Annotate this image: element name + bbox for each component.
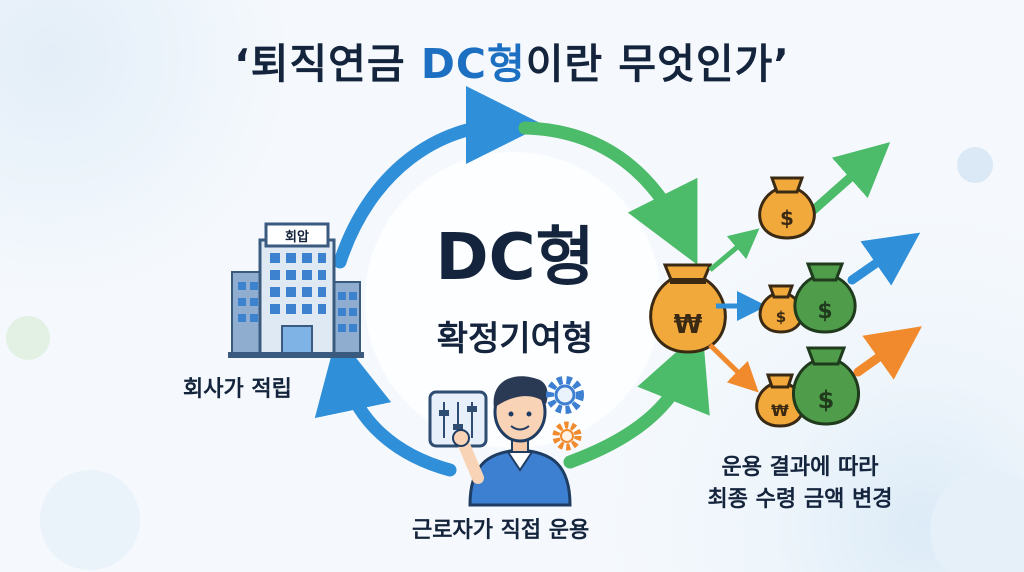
cycle-arrow-bottom-right (563, 328, 710, 469)
svg-text:₩: ₩ (674, 310, 703, 340)
title-close-quote: ’ (773, 40, 790, 88)
growth-arrow-icon (853, 326, 922, 380)
cycle-arrow-top-right (518, 121, 698, 265)
decor-circles (6, 147, 1024, 572)
page-title: ‘퇴직연금 DC형이란 무엇인가’ (0, 30, 1024, 90)
dollar-money-bag-icon: $ (793, 262, 857, 334)
building-sign: 회압 (285, 229, 309, 245)
svg-text:$: $ (817, 299, 832, 324)
label-result: 운용 결과에 따라 최종 수령 금액 변경 (700, 452, 900, 516)
dollar-money-bag-icon: $ (758, 176, 816, 240)
label-company-contribution: 회사가 적립 (183, 377, 292, 402)
branch-arrow-up (708, 228, 760, 272)
gear-icon (546, 376, 584, 451)
won-money-bag-icon: ₩ (649, 263, 727, 354)
growth-arrow-icon (803, 142, 891, 220)
growth-arrow-icon (847, 232, 921, 286)
dollar-money-bag-icon: $ (792, 346, 860, 426)
label-worker-manages: 근로자가 직접 운용 (412, 518, 590, 543)
label-result-line1: 운용 결과에 따라 (721, 455, 879, 480)
office-building-icon: 회압 (228, 222, 364, 358)
svg-text:$: $ (818, 386, 835, 414)
svg-text:$: $ (780, 206, 794, 230)
title-open-quote: ‘ (234, 40, 251, 88)
worker-person-icon (452, 376, 572, 507)
center-title: DC형 (435, 221, 595, 295)
svg-text:$: $ (776, 308, 786, 326)
branch-arrow-down (708, 343, 759, 393)
center-subtitle: 확정기여형 (436, 319, 594, 359)
title-suffix: 이란 무엇인가 (525, 40, 774, 88)
title-highlight: DC형 (420, 40, 526, 88)
label-result-line2: 최종 수령 금액 변경 (707, 487, 893, 512)
cycle-arrow-top-left (333, 86, 544, 269)
cycle-center-disc (365, 152, 661, 448)
title-prefix: 퇴직연금 (250, 40, 421, 88)
cycle-arrow-bottom-left (314, 333, 457, 477)
svg-text:₩: ₩ (771, 401, 789, 420)
